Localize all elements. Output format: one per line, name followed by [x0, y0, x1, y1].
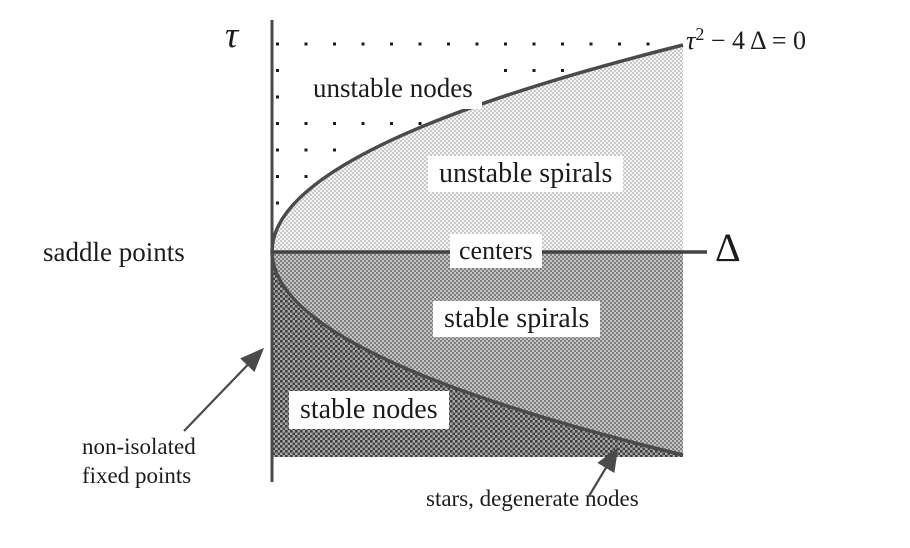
region-label-unstable-spirals: unstable spirals	[428, 156, 624, 192]
region-label-unstable-nodes: unstable nodes	[304, 68, 482, 109]
region-label-saddle-points: saddle points	[43, 237, 185, 267]
region-label-stable-nodes: stable nodes	[289, 391, 449, 429]
callout-stars-degenerate-nodes: stars, degenerate nodes	[426, 486, 639, 511]
region-label-stable-spirals: stable spirals	[433, 301, 601, 337]
region-unstable-spirals-fill	[272, 45, 683, 252]
equation-exponent: 2	[695, 24, 705, 44]
callout-non-isolated-fixed-points: non-isolated fixed points	[82, 432, 232, 490]
delta-axis-label: Δ	[715, 225, 741, 270]
equation-symbol: τ	[686, 26, 696, 55]
region-label-centers: centers	[450, 234, 542, 268]
stars-arrow	[588, 447, 619, 497]
non-isolated-arrow	[183, 347, 265, 432]
parabola-equation: τ2 − 4 Δ = 0	[686, 24, 806, 56]
equation-remainder: − 4 Δ = 0	[710, 26, 806, 55]
callout-non-isolated-line1: non-isolated	[82, 434, 196, 459]
tau-axis-label: τ	[225, 15, 239, 56]
callout-non-isolated-line2: fixed points	[82, 463, 192, 488]
